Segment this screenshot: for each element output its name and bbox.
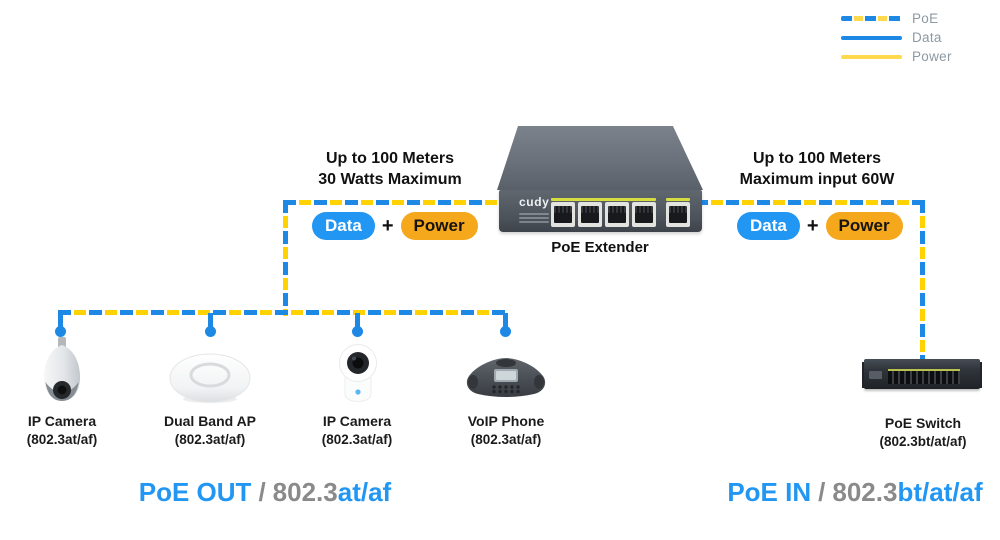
spec-prefix: 802.3 <box>832 477 898 507</box>
poe-cable-right-vertical <box>920 200 925 360</box>
right-link-info-line2: Maximum input 60W <box>739 171 895 188</box>
device-label-camera1: IP Camera (802.3at/af) <box>26 413 98 447</box>
ip-camera-dome-image <box>37 337 87 407</box>
rack-ear <box>978 362 982 388</box>
poe-out-label: PoE OUT <box>138 477 252 507</box>
data-line-swatch <box>841 35 902 40</box>
rj45-port <box>632 202 656 227</box>
right-badge-row: Data + Power <box>737 212 903 240</box>
right-link-info: Up to 100 Meters Maximum input 60W <box>707 148 927 190</box>
poe-out-port-group <box>551 198 656 227</box>
separator: / <box>258 477 266 507</box>
poe-switch-image <box>862 356 982 396</box>
switch-ports <box>888 369 960 384</box>
poe-dashed-line-swatch <box>841 16 902 21</box>
device-label-camera2: IP Camera (802.3at/af) <box>321 413 393 447</box>
cable-drop-camera1 <box>58 313 63 327</box>
extender-model-text <box>519 213 549 225</box>
legend: PoE Data Power <box>841 11 952 69</box>
poe-extender-device: cudy <box>497 126 703 232</box>
poe-cable-right-horizontal <box>695 200 925 205</box>
legend-label: Power <box>912 49 952 64</box>
data-badge: Data <box>312 212 375 240</box>
rj45-port <box>578 202 602 227</box>
legend-item-poe: PoE <box>841 11 952 26</box>
spec-prefix: 802.3 <box>272 477 338 507</box>
extender-caption: PoE Extender <box>551 239 649 256</box>
cable-drop-phone <box>503 313 508 327</box>
cable-drop-ap <box>208 313 213 327</box>
power-badge: Power <box>400 212 478 240</box>
poe-in-port-group <box>666 198 690 227</box>
right-link-info-line1: Up to 100 Meters <box>752 150 882 167</box>
voip-phone-image <box>464 356 548 402</box>
connection-dot-ap <box>205 326 216 337</box>
spec-suffix: bt/at/af <box>897 477 983 507</box>
rj45-port <box>551 202 575 227</box>
cudy-logo: cudy <box>519 195 550 209</box>
device-label-ap: Dual Band AP (802.3at/af) <box>163 413 257 447</box>
power-badge: Power <box>825 212 903 240</box>
rj45-port <box>605 202 629 227</box>
connection-dot-phone <box>500 326 511 337</box>
left-link-info: Up to 100 Meters 30 Watts Maximum <box>280 148 500 190</box>
extender-ports <box>551 198 690 227</box>
poe-cable-left-horizontal <box>283 200 505 205</box>
legend-label: PoE <box>912 11 939 26</box>
extender-front-panel: cudy <box>499 190 702 232</box>
legend-item-power: Power <box>841 49 952 64</box>
left-link-info-line2: 30 Watts Maximum <box>318 171 462 188</box>
poe-out-title: PoE OUT/802.3at/af <box>90 477 440 508</box>
spec-suffix: at/af <box>337 477 392 507</box>
legend-item-data: Data <box>841 30 952 45</box>
device-label-phone: VoIP Phone (802.3at/af) <box>467 413 545 447</box>
plus-sign: + <box>806 214 819 237</box>
separator: / <box>818 477 826 507</box>
connection-dot-camera1 <box>55 326 66 337</box>
left-badge-row: Data + Power <box>312 212 478 240</box>
rj45-port <box>666 202 690 227</box>
legend-label: Data <box>912 30 942 45</box>
poe-cable-left-riser <box>283 200 288 316</box>
switch-display <box>869 371 882 379</box>
poe-in-title: PoE IN/802.3bt/at/af <box>680 477 1000 508</box>
extender-top-face <box>497 126 703 190</box>
left-link-info-line1: Up to 100 Meters <box>325 150 455 167</box>
dual-band-ap-image <box>168 352 252 404</box>
cable-drop-camera2 <box>355 313 360 327</box>
power-line-swatch <box>841 54 902 59</box>
data-badge: Data <box>737 212 800 240</box>
connection-dot-camera2 <box>352 326 363 337</box>
device-label-switch: PoE Switch (802.3bt/at/af) <box>879 415 967 449</box>
ip-camera-home-image <box>336 344 380 406</box>
plus-sign: + <box>381 214 394 237</box>
poe-in-label: PoE IN <box>727 477 812 507</box>
poe-cable-bottom-bus <box>58 310 508 315</box>
